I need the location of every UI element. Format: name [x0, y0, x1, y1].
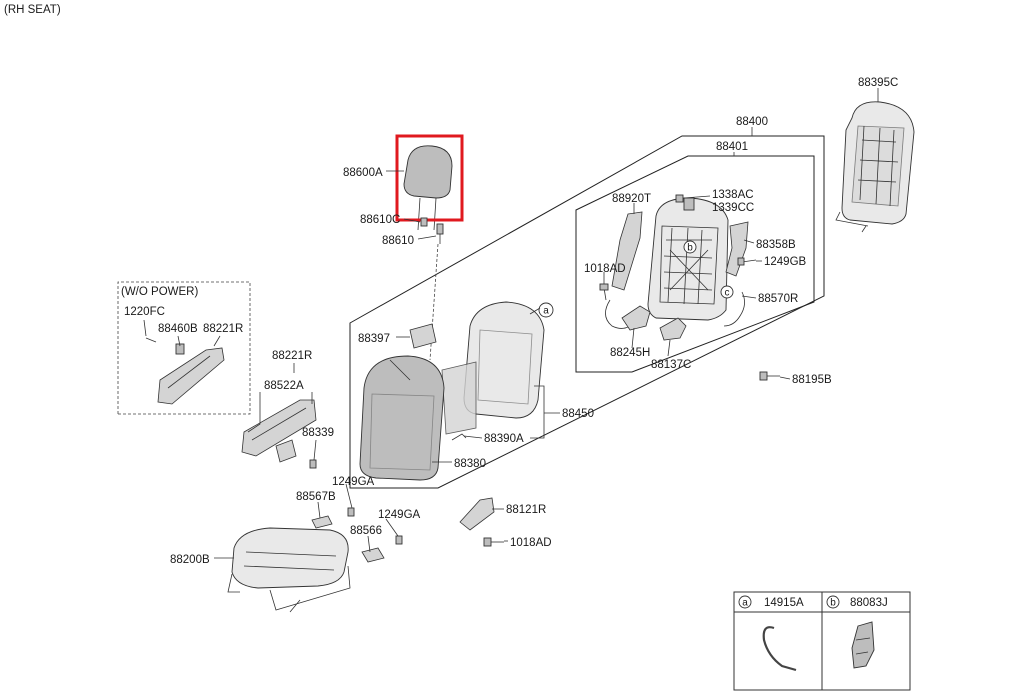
seat-heater-mat [441, 361, 477, 435]
side-trim-88121R [459, 497, 495, 531]
label-88200B: 88200B [170, 554, 210, 566]
legend-a-header: a 14915A [738, 595, 804, 609]
bolt-1249GA-a [347, 507, 355, 517]
bolt-1249GA-b [395, 535, 403, 545]
label-88121R: 88121R [506, 504, 546, 516]
svg-text:c: c [725, 288, 730, 299]
label-88245H: 88245H [610, 347, 650, 359]
side-bracket-right [725, 221, 749, 277]
recliner-88137C [659, 317, 687, 341]
label-1339CC: 1339CC [712, 202, 754, 214]
label-88401: 88401 [716, 141, 748, 153]
svg-text:b: b [830, 598, 836, 609]
label-88920T: 88920T [612, 193, 651, 205]
label-1018AD-top: 1018AD [584, 263, 626, 275]
label-88460B: 88460B [158, 323, 198, 335]
label-88522A: 88522A [264, 380, 304, 392]
bolt-1249GB [737, 257, 757, 266]
label-88339: 88339 [302, 427, 334, 439]
legend-a-clip [762, 626, 797, 672]
label-88610C: 88610C [360, 214, 400, 226]
assembly-88401-frame [575, 155, 815, 373]
legend-a-part: 14915A [764, 597, 804, 609]
svg-text:b: b [687, 243, 693, 254]
legend-b-connector [851, 621, 875, 669]
label-88450: 88450 [562, 408, 594, 420]
label-88137C: 88137C [651, 359, 691, 371]
callout-c: c [720, 285, 734, 299]
label-1249GB: 1249GB [764, 256, 807, 268]
clip-88566 [361, 547, 385, 563]
label-88358B: 88358B [756, 239, 796, 251]
fastener-1338AC [675, 194, 684, 203]
svg-text:a: a [543, 306, 549, 317]
label-wo-power: (W/O POWER) [121, 286, 198, 298]
label-88221R-wo: 88221R [203, 323, 243, 335]
label-88395C: 88395C [858, 77, 898, 89]
diagram-title: (RH SEAT) [4, 4, 61, 16]
label-88221R: 88221R [272, 350, 312, 362]
headrest-guide-88610 [436, 223, 444, 244]
legend-b-header: b 88083J [826, 595, 888, 609]
bolt-1018AD-bottom [483, 537, 504, 547]
label-88566: 88566 [350, 525, 382, 537]
side-airbag-left [611, 211, 643, 291]
legend-b-part: 88083J [850, 597, 888, 609]
seatback-cover [359, 355, 445, 481]
label-88380: 88380 [454, 458, 486, 470]
label-88390A: 88390A [484, 433, 524, 445]
seatback-pad [463, 301, 545, 419]
side-cover-88221R [241, 399, 317, 469]
leader-lines [143, 88, 879, 559]
svg-text:a: a [742, 598, 748, 609]
seat-cushion-assembly [227, 527, 351, 613]
seatback-frame [647, 197, 729, 321]
headrest-guide-88610C [420, 217, 428, 227]
callout-a: a [538, 302, 554, 318]
seatback-rear-panel [835, 101, 915, 233]
label-1249GA-b: 1249GA [378, 509, 421, 521]
label-1018AD-bottom: 1018AD [510, 537, 552, 549]
side-cover-wo-power [145, 337, 225, 405]
label-1249GA-a: 1249GA [332, 476, 375, 488]
bolt-88195B [759, 371, 780, 381]
cable-88570R [723, 291, 745, 327]
wo-power-box [117, 281, 251, 415]
label-88570R: 88570R [758, 293, 798, 305]
clip-88567B [311, 515, 333, 529]
label-88397: 88397 [358, 333, 390, 345]
legend-table: a 14915A b 88083J [733, 591, 911, 691]
recliner-88245H [621, 305, 651, 331]
label-88195B: 88195B [792, 374, 832, 386]
label-1220FC: 1220FC [124, 306, 165, 318]
label-1338AC: 1338AC [712, 189, 754, 201]
headrest [403, 145, 453, 231]
part-labels: 88395C 88400 88401 88920T 1338AC 1339CC … [121, 77, 898, 566]
label-88400: 88400 [736, 116, 768, 128]
label-88600A: 88600A [343, 167, 383, 179]
label-88567B: 88567B [296, 491, 336, 503]
headrest-highlight-box [395, 134, 464, 222]
label-88610: 88610 [382, 235, 414, 247]
trim-88397 [409, 323, 437, 349]
callout-b: b [683, 240, 697, 254]
bolt-1018AD-top [599, 283, 609, 301]
assembly-88400-frame [349, 135, 825, 489]
